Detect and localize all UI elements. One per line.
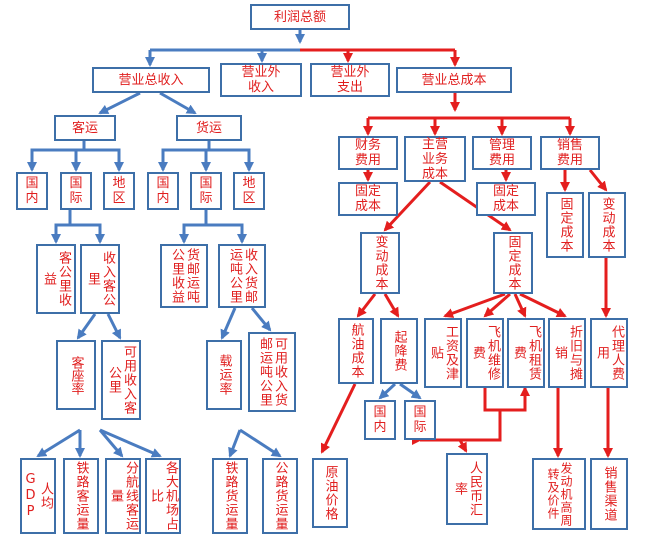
node-admin-cost: 管理 费用	[472, 136, 532, 170]
node-passenger: 客运	[54, 115, 116, 141]
node-available-cargo-tonkm: 可用收入货邮运吨公里	[248, 332, 296, 412]
connector-arrow	[82, 141, 124, 172]
node-route-passenger: 分航线客运量	[105, 458, 141, 534]
connector-arrow	[98, 91, 141, 115]
node-passenger-region: 地 区	[103, 172, 135, 210]
node-revenue-pax-km: 收入客公里	[80, 244, 120, 314]
node-sales-fixed-cost: 固定成本	[546, 192, 584, 258]
node-oil-price: 原油价格	[312, 458, 348, 528]
node-cargo-load-factor: 载运率	[206, 340, 242, 410]
node-non-operating-revenue: 营业外 收入	[220, 63, 302, 97]
node-depreciation: 折旧与摊销	[548, 318, 586, 388]
node-agent-fee: 代理人费用	[590, 318, 628, 388]
node-non-operating-expense: 营业外 支出	[310, 63, 390, 97]
connector-arrow	[383, 180, 432, 232]
node-main-business-cost: 主营 业务 成本	[404, 136, 466, 182]
connector-arrow	[98, 429, 124, 458]
node-sales-variable-cost: 变动成本	[588, 192, 626, 258]
node-sales-cost: 销售 费用	[540, 136, 600, 170]
connector-arrow	[483, 292, 511, 318]
node-utilization: 发动机高周转及价件	[532, 458, 586, 530]
connector-arrow	[239, 428, 282, 458]
node-total-profit: 利润总额	[250, 4, 350, 30]
connector-arrow	[220, 307, 237, 340]
connector-arrow	[443, 292, 506, 318]
node-lease: 飞机租赁费	[507, 318, 545, 388]
node-maintenance: 飞机维修费	[466, 318, 504, 388]
node-rail-passenger: 铁路客运量	[63, 458, 99, 534]
connector-arrow	[250, 307, 272, 332]
node-finance-fixed-cost: 固定 成本	[338, 182, 398, 216]
connector-arrow	[206, 223, 247, 244]
connector-arrow	[356, 293, 377, 318]
connector-arrow	[207, 141, 254, 172]
connector-arrow	[439, 180, 512, 232]
node-cargo-region: 地 区	[233, 172, 265, 210]
node-available-pax-km: 可用收入客公里	[101, 340, 141, 420]
connector-arrow	[420, 438, 468, 453]
node-landing-international: 国 际	[404, 400, 436, 440]
connector-arrow	[320, 383, 357, 454]
node-operating-cost: 营业总成本	[396, 67, 512, 93]
connector-arrow	[483, 386, 530, 412]
node-sales-channel: 销售渠道	[590, 458, 628, 530]
node-passenger-international: 国 际	[60, 172, 92, 210]
connector-arrow	[228, 429, 242, 458]
connector-arrow	[106, 313, 122, 340]
node-finance-cost: 财务 费用	[338, 136, 398, 170]
node-variable-cost: 变动成本	[360, 232, 400, 294]
node-cargo-domestic: 国 内	[147, 172, 179, 210]
node-cargo: 货运	[176, 115, 242, 141]
node-landing-domestic: 国 内	[364, 400, 396, 440]
node-fuel-cost: 航油成本	[338, 318, 374, 384]
node-cargo-international: 国 际	[190, 172, 222, 210]
node-operating-revenue: 营业总收入	[92, 67, 210, 93]
connector-arrow	[70, 223, 105, 244]
connector-arrow	[76, 313, 97, 340]
connector-arrow	[158, 141, 211, 172]
connector-arrow	[51, 210, 72, 244]
node-rmb-exchange-rate: 人民币汇率	[446, 453, 488, 525]
node-gdp-per-capita: 人均GDP	[20, 458, 56, 534]
node-revenue-cargo-tonkm: 收入货邮运吨公里	[218, 244, 266, 308]
connector-arrow	[159, 91, 197, 115]
node-pax-load-factor: 客座率	[56, 340, 96, 410]
connector-arrow	[179, 210, 208, 244]
connector-arrow	[588, 169, 608, 192]
connector-arrow	[519, 292, 567, 318]
connector-arrow	[36, 428, 81, 458]
node-salary: 工资及津贴	[424, 318, 462, 388]
connector-arrow	[99, 428, 162, 458]
node-landing-fee: 起降费	[380, 318, 418, 384]
connector-arrow	[383, 293, 400, 318]
node-admin-fixed-cost: 固定 成本	[476, 182, 536, 216]
node-main-fixed-cost: 固定成本	[493, 232, 533, 294]
node-cargo-tonkm-yield: 货邮运吨公里收益	[160, 244, 208, 308]
connector-arrow	[513, 293, 527, 318]
node-road-cargo: 公路货运量	[262, 458, 298, 534]
node-airport-share: 各大机场占比	[145, 458, 181, 534]
node-rail-cargo: 铁路货运量	[212, 458, 248, 534]
connector-arrow	[399, 382, 422, 400]
node-pax-km-yield: 客公里收益	[36, 244, 76, 314]
connector-arrow	[378, 382, 397, 400]
node-passenger-domestic: 国 内	[16, 172, 48, 210]
